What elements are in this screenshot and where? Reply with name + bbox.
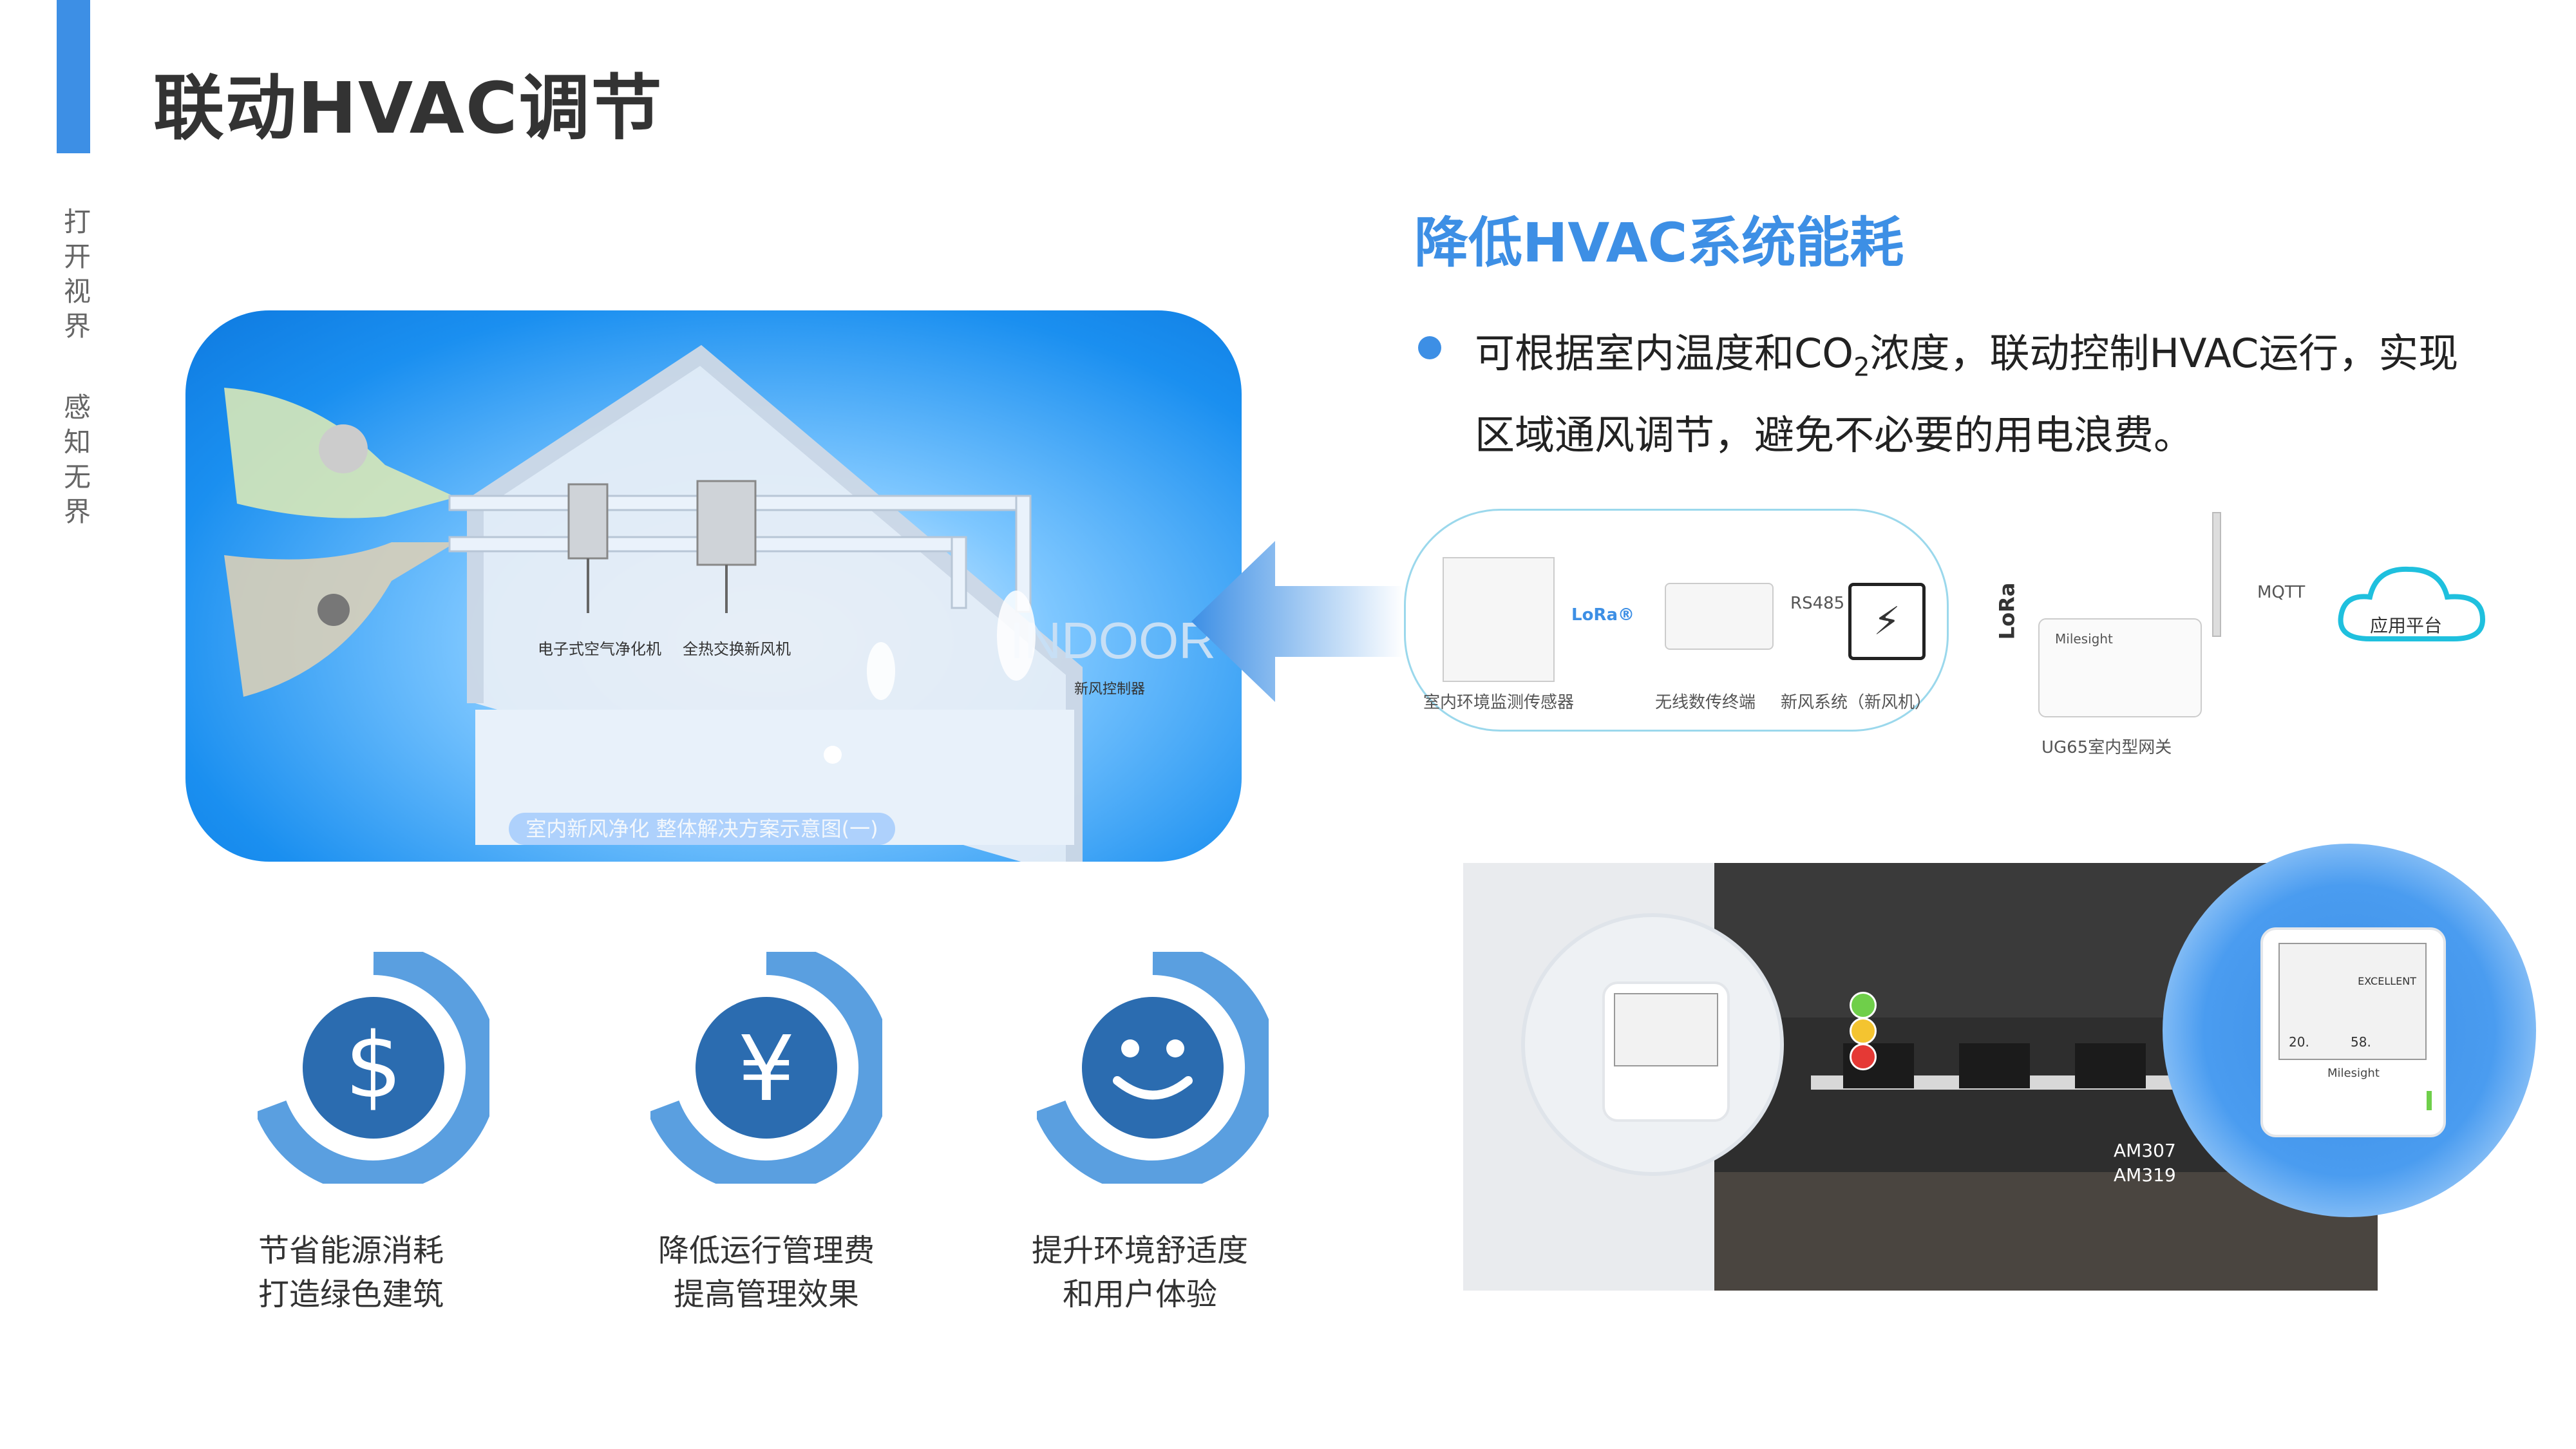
gateway-brand: Milesight bbox=[2055, 631, 2113, 647]
sensor-zoom-lens bbox=[1521, 913, 1784, 1176]
cloud-icon bbox=[2338, 566, 2486, 641]
lora-badge: LoRa® bbox=[1571, 605, 1634, 625]
transmitter-label: 无线数传终端 bbox=[1655, 693, 1756, 712]
rs485-label: RS485 bbox=[1790, 594, 1845, 613]
purifier-label: 电子式空气净化机 bbox=[538, 640, 661, 658]
dollar-icon: $ bbox=[345, 1014, 402, 1119]
zoomed-sensor bbox=[1602, 981, 1730, 1122]
benefit-3-line1: 提升环境舒适度 bbox=[1031, 1233, 1248, 1269]
side-slogan-1: 打开视界 bbox=[63, 206, 91, 342]
house-diagram: INDOOR bbox=[185, 310, 1242, 877]
sensor-brand: Milesight bbox=[2327, 1066, 2380, 1080]
gateway-label: UG65室内型网关 bbox=[2041, 738, 2172, 757]
section-title: 降低HVAC系统能耗 bbox=[1414, 211, 1904, 274]
benefit-2-line2: 提高管理效果 bbox=[673, 1276, 859, 1312]
controller-label: 新风控制器 bbox=[1074, 681, 1146, 697]
diagram-caption: 室内新风净化 整体解决方案示意图(一) bbox=[509, 813, 895, 845]
benefit-3-line2: 和用户体验 bbox=[1062, 1276, 1217, 1312]
model-label-am307: AM307 bbox=[2114, 1140, 2176, 1161]
sensor-status-text: EXCELLENT bbox=[2358, 975, 2416, 987]
bullet-text: 可根据室内温度和CO2浓度，联动控制HVAC运行，实现区域通风调节，避免不必要的… bbox=[1475, 330, 2459, 459]
smile-icon bbox=[1113, 1039, 1193, 1100]
hvac-label: 新风系统（新风机） bbox=[1781, 693, 1932, 712]
mqtt-label: MQTT bbox=[2257, 583, 2306, 602]
benefit-1-line2: 打造绿色建筑 bbox=[258, 1276, 444, 1312]
side-slogan-2: 感知无界 bbox=[63, 392, 91, 527]
page-title: 联动HVAC调节 bbox=[153, 67, 663, 149]
benefit-2-line1: 降低运行管理费 bbox=[658, 1233, 875, 1269]
house-illustration: INDOOR bbox=[224, 345, 1216, 877]
benefit-label-2: 降低运行管理费 提高管理效果 bbox=[605, 1229, 927, 1316]
cloud-label: 应用平台 bbox=[2370, 615, 2443, 636]
transmitter-device bbox=[1665, 583, 1774, 650]
lora-vertical-label: LoRa bbox=[1994, 582, 2020, 640]
benefit-ring-3 bbox=[1037, 952, 1269, 1184]
sensor-device bbox=[1443, 557, 1555, 682]
sensor-humidity: 58. bbox=[2351, 1034, 2371, 1050]
sensor-led bbox=[2427, 1091, 2432, 1110]
gateway-device: Milesight bbox=[2038, 618, 2202, 717]
benefit-ring-1: $ bbox=[258, 952, 489, 1184]
yen-icon: ¥ bbox=[737, 1017, 795, 1122]
benefit-ring-2: ¥ bbox=[650, 952, 882, 1184]
arrow-left-icon bbox=[1191, 541, 1404, 702]
antenna bbox=[2212, 512, 2221, 637]
am319-sensor: EXCELLENT 20. 58. Milesight bbox=[2260, 927, 2446, 1137]
benefit-1-line1: 节省能源消耗 bbox=[258, 1233, 444, 1269]
bullet-dot bbox=[1418, 336, 1441, 359]
status-red-dot bbox=[1850, 1043, 1877, 1070]
monitor bbox=[1959, 1043, 2030, 1088]
status-yellow-dot bbox=[1850, 1018, 1877, 1045]
hvac-power-icon: ⚡ bbox=[1848, 583, 1926, 660]
monitor bbox=[2075, 1043, 2146, 1088]
model-label-am319: AM319 bbox=[2114, 1164, 2176, 1186]
indoor-watermark: INDOOR bbox=[1010, 612, 1216, 669]
exchanger-label: 全热交换新风机 bbox=[683, 640, 791, 658]
accent-bar bbox=[57, 0, 90, 153]
status-green-dot bbox=[1850, 992, 1877, 1019]
benefit-label-3: 提升环境舒适度 和用户体验 bbox=[979, 1229, 1301, 1316]
sensor-device-label: 室内环境监测传感器 bbox=[1423, 693, 1575, 712]
sensor-screen bbox=[1614, 993, 1718, 1066]
benefit-label-1: 节省能源消耗 打造绿色建筑 bbox=[190, 1229, 512, 1316]
sensor-display: EXCELLENT 20. 58. bbox=[2278, 943, 2427, 1060]
sensor-temp: 20. bbox=[2289, 1034, 2309, 1050]
